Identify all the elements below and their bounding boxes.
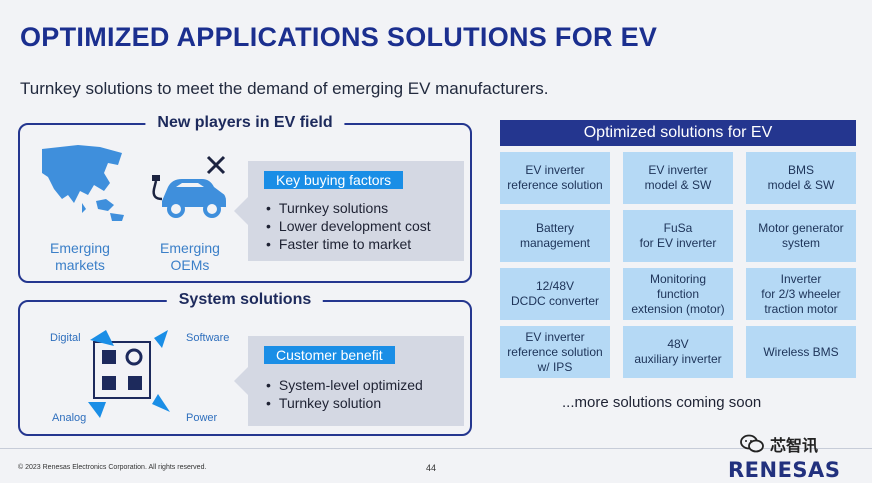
system-solutions-panel: System solutions Digital Software Analog… — [18, 291, 472, 436]
callout-arrow — [234, 197, 248, 225]
software-label: Software — [186, 332, 230, 344]
key-buying-factors-tag: Key buying factors — [264, 171, 404, 189]
page-subtitle: Turnkey solutions to meet the demand of … — [20, 79, 549, 98]
benefit-item: Turnkey solution — [266, 394, 423, 412]
solution-cell: Battery management — [500, 210, 610, 262]
asia-map-icon — [42, 145, 124, 221]
new-players-heading: New players in EV field — [145, 114, 345, 132]
page-title: OPTIMIZED APPLICATIONS SOLUTIONS FOR EV — [20, 22, 658, 52]
markets-label-line-1: Emerging — [50, 240, 110, 256]
solutions-header: Optimized solutions for EV — [500, 120, 856, 146]
solution-cell: 12/48V DCDC converter — [500, 268, 610, 320]
key-buying-factors-callout: Key buying factors Turnkey solutions Low… — [234, 161, 464, 261]
customer-benefit-list: System-level optimized Turnkey solution — [266, 376, 423, 412]
solutions-grid: EV inverter reference solution EV invert… — [500, 152, 856, 378]
footer-divider — [0, 448, 872, 449]
callout-arrow — [234, 367, 248, 395]
system-integration-icon — [88, 330, 170, 418]
solution-cell: Monitoring function extension (motor) — [623, 268, 733, 320]
buying-factor-item: Lower development cost — [266, 217, 431, 235]
buying-factor-item: Turnkey solutions — [266, 199, 431, 217]
power-label: Power — [186, 412, 218, 424]
analog-label: Analog — [52, 412, 87, 424]
benefit-item: System-level optimized — [266, 376, 423, 394]
page-number: 44 — [426, 463, 437, 473]
solution-cell: EV inverter model & SW — [623, 152, 733, 204]
wechat-icon — [740, 434, 764, 453]
ev-car-icon — [152, 155, 226, 218]
wechat-text: 芯智讯 — [770, 438, 819, 455]
copyright-text: © 2023 Renesas Electronics Corporation. … — [18, 464, 207, 471]
more-solutions-note: ...more solutions coming soon — [562, 394, 762, 411]
customer-benefit-tag: Customer benefit — [264, 346, 395, 364]
solution-cell: EV inverter reference solution — [500, 152, 610, 204]
solution-cell: Motor generator system — [746, 210, 856, 262]
system-solutions-heading: System solutions — [166, 291, 324, 309]
buying-factor-item: Faster time to market — [266, 235, 431, 253]
renesas-logo: RENESAS — [728, 458, 841, 482]
customer-benefit-callout: Customer benefit System-level optimized … — [234, 336, 464, 426]
solution-cell: Inverter for 2/3 wheeler traction motor — [746, 268, 856, 320]
oems-label-line-2: OEMs — [170, 257, 210, 273]
markets-label-line-2: markets — [55, 257, 105, 273]
digital-label: Digital — [50, 332, 81, 344]
oems-label-line-1: Emerging — [160, 240, 220, 256]
oems-label: Emerging OEMs — [150, 240, 230, 274]
solution-cell: FuSa for EV inverter — [623, 210, 733, 262]
solution-cell: 48V auxiliary inverter — [623, 326, 733, 378]
solution-cell: Wireless BMS — [746, 326, 856, 378]
solution-cell: BMS model & SW — [746, 152, 856, 204]
new-players-panel: New players in EV field Emerging markets… — [18, 114, 472, 283]
wechat-watermark: 芯智讯 — [740, 432, 818, 456]
markets-label: Emerging markets — [42, 240, 118, 274]
buying-factors-list: Turnkey solutions Lower development cost… — [266, 199, 431, 253]
solution-cell: EV inverter reference solution w/ IPS — [500, 326, 610, 378]
